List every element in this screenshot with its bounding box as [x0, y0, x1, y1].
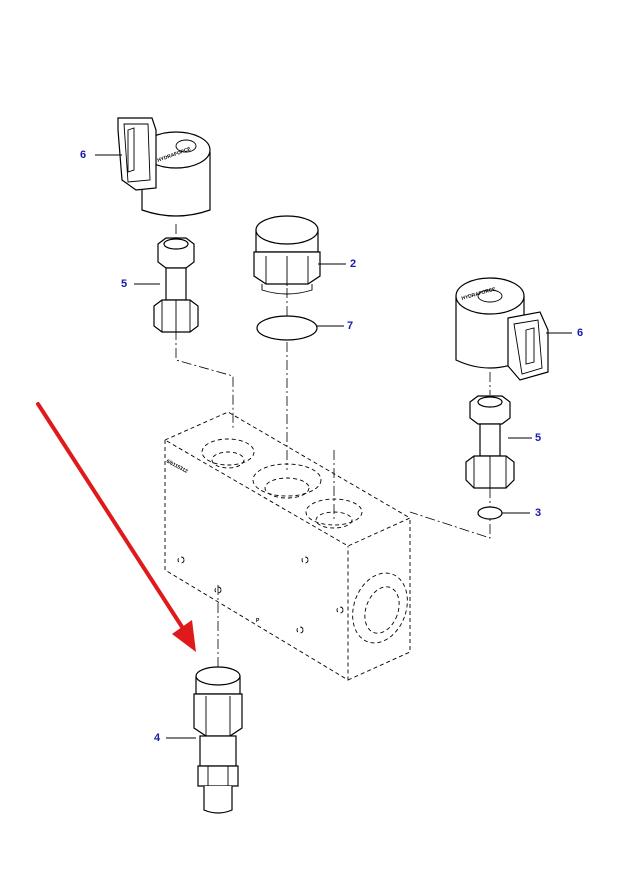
callout-label-2: 2	[350, 258, 357, 270]
callout-label-7: 7	[347, 320, 354, 332]
o-ring	[256, 315, 318, 341]
highlight-arrow	[36, 402, 196, 652]
block-marking: 6/6115312	[165, 458, 189, 474]
callout-label-6-left: 6	[80, 149, 87, 161]
manifold-block: 6/6115312 P	[164, 411, 411, 681]
callout-label-5-right: 5	[535, 432, 542, 444]
solenoid-coil-right: HYDRAFORCE	[455, 277, 549, 381]
pressure-sensor	[193, 666, 243, 814]
valve-cartridge-left	[153, 237, 199, 333]
solenoid-coil-left: HYDRAFORCE	[117, 117, 211, 217]
callout-label-3: 3	[535, 507, 542, 519]
assembly-centerlines	[175, 224, 491, 668]
callout-label-5-left: 5	[121, 278, 128, 290]
callout-leaders	[95, 154, 572, 739]
valve-cartridge-right	[465, 395, 515, 489]
washer	[477, 506, 503, 520]
callout-label-4: 4	[154, 732, 161, 744]
callout-label-6-right: 6	[577, 327, 584, 339]
port-mark: P	[256, 618, 260, 624]
plug	[253, 215, 321, 295]
